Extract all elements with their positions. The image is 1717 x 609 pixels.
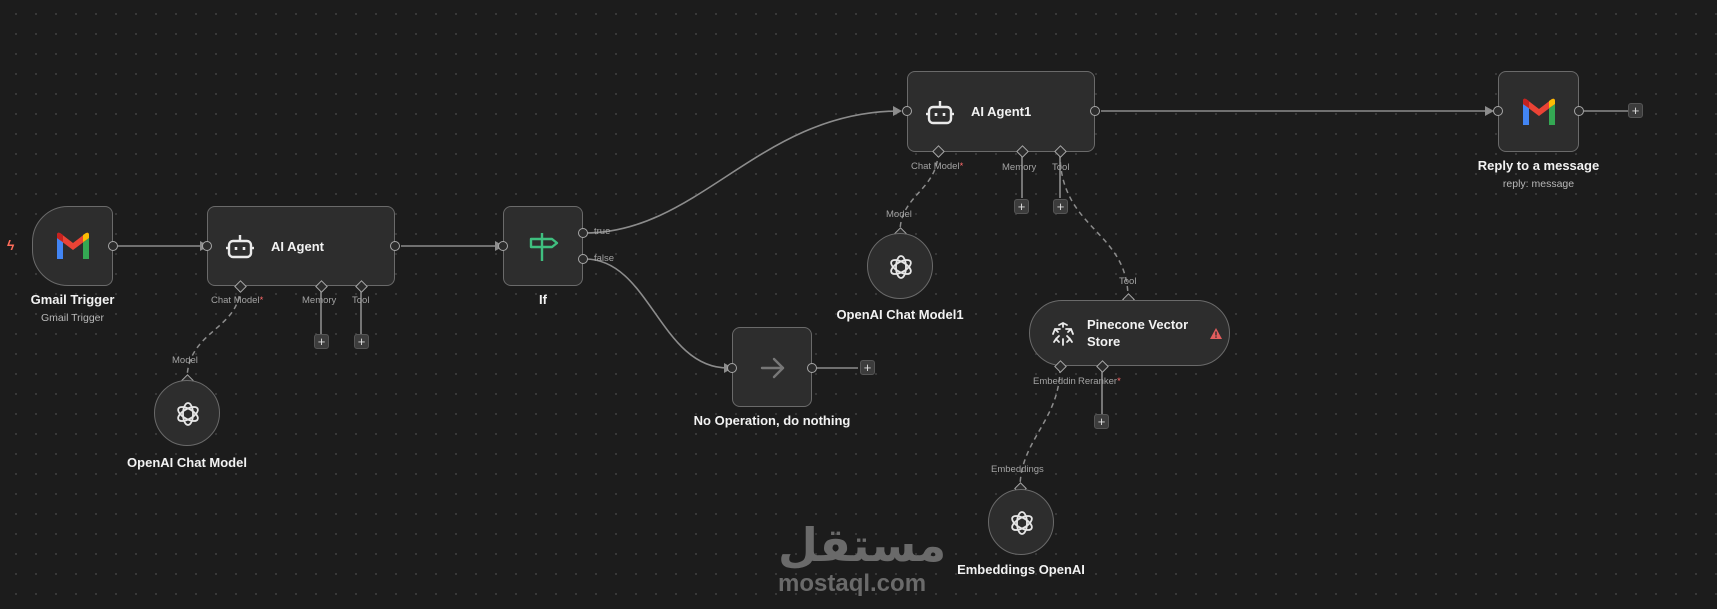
openai-chat-model-port-label: Model <box>172 355 198 366</box>
if-node[interactable] <box>503 206 583 286</box>
ai-agent1-tool-label: Tool <box>1052 162 1070 173</box>
openai-chat-model-node[interactable] <box>154 380 220 446</box>
if-title: If <box>539 292 547 307</box>
reply-message-subtitle: reply: message <box>1502 178 1575 190</box>
pinecone-port-label: Tool <box>1119 276 1137 287</box>
if-true-output[interactable] <box>578 228 588 238</box>
watermark-logo: مستقل <box>778 518 947 572</box>
gmail-trigger-node[interactable] <box>32 206 113 286</box>
openai-chat-model1-title: OpenAI Chat Model1 <box>836 307 964 322</box>
edge-embeddings-dashed <box>1019 367 1061 489</box>
ai-agent1-chat-model-label: Chat Model* <box>911 161 964 172</box>
no-op-output[interactable] <box>807 363 817 373</box>
openai-icon <box>890 255 912 279</box>
edge-if-true-to-agent1 <box>584 110 901 234</box>
gmail-trigger-subtitle: Gmail Trigger <box>40 312 104 324</box>
robot-icon <box>926 101 954 125</box>
ai-agent1-input[interactable] <box>902 106 912 116</box>
ai-agent-title: AI Agent <box>271 239 324 254</box>
ai-agent-add-memory-button[interactable]: + <box>314 334 329 349</box>
pinecone-add-reranker-button[interactable]: + <box>1094 414 1109 429</box>
ai-agent1-node[interactable]: AI Agent1 <box>907 71 1095 152</box>
ai-agent1-memory-label: Memory <box>1002 162 1037 173</box>
openai-chat-model1-port-label: Model <box>886 209 912 220</box>
no-op-node[interactable] <box>732 327 812 407</box>
embeddings-openai-node[interactable] <box>988 489 1054 555</box>
no-op-title: No Operation, do nothing <box>693 413 851 428</box>
signpost-icon <box>529 233 559 261</box>
gmail-icon <box>57 232 89 259</box>
edge-if-false-to-noop <box>584 258 729 369</box>
ai-agent-input[interactable] <box>202 241 212 251</box>
pinecone-title-line1: Pinecone Vector <box>1087 317 1189 332</box>
pinecone-vector-store-node[interactable]: Pinecone Vector Store <box>1029 300 1230 366</box>
pinecone-icon <box>1052 321 1074 346</box>
gmail-icon <box>1523 98 1555 125</box>
ai-agent-chat-model-label: Chat Model* <box>211 295 264 306</box>
arrow-right-icon <box>760 357 785 379</box>
warning-icon <box>1210 328 1222 339</box>
ai-agent-output[interactable] <box>390 241 400 251</box>
openai-icon <box>177 402 199 426</box>
if-false-label: false <box>594 253 615 264</box>
pinecone-embedding-label: Embeddin <box>1033 376 1076 387</box>
if-false-output[interactable] <box>578 254 588 264</box>
reply-message-title: Reply to a message <box>1477 158 1600 173</box>
reply-message-node[interactable] <box>1498 71 1579 152</box>
ai-agent1-output[interactable] <box>1090 106 1100 116</box>
edge-model-dashed <box>186 286 241 381</box>
pinecone-title-line2: Store <box>1087 334 1121 349</box>
ai-agent-node[interactable]: AI Agent <box>207 206 395 286</box>
edge-model1-dashed <box>899 151 939 233</box>
ai-agent-add-tool-button[interactable]: + <box>354 334 369 349</box>
watermark-url: mostaql.com <box>778 570 927 597</box>
no-op-input[interactable] <box>727 363 737 373</box>
edge-tool-dashed <box>1059 152 1129 299</box>
pinecone-reranker-label: Reranker* <box>1078 376 1121 387</box>
reply-message-input[interactable] <box>1493 106 1503 116</box>
gmail-trigger-output[interactable] <box>108 241 118 251</box>
no-op-add-button[interactable]: + <box>860 360 875 375</box>
embeddings-openai-port-label: Embeddings <box>991 464 1044 475</box>
ai-agent1-add-memory-button[interactable]: + <box>1014 199 1029 214</box>
if-true-label: true <box>594 226 611 237</box>
reply-message-output[interactable] <box>1574 106 1584 116</box>
if-input[interactable] <box>498 241 508 251</box>
ai-agent-memory-label: Memory <box>302 295 337 306</box>
openai-chat-model-title: OpenAI Chat Model <box>127 455 247 470</box>
openai-chat-model1-node[interactable] <box>867 233 933 299</box>
ai-agent1-add-tool-button[interactable]: + <box>1053 199 1068 214</box>
ai-agent-tool-label: Tool <box>352 295 370 306</box>
openai-icon <box>1011 511 1033 535</box>
reply-message-add-button[interactable]: + <box>1628 103 1643 118</box>
gmail-trigger-title: Gmail Trigger <box>30 292 115 307</box>
embeddings-openai-title: Embeddings OpenAI <box>957 562 1085 577</box>
robot-icon <box>226 235 254 259</box>
trigger-bolt-icon: ϟ <box>7 237 15 253</box>
ai-agent1-title: AI Agent1 <box>971 104 1032 119</box>
